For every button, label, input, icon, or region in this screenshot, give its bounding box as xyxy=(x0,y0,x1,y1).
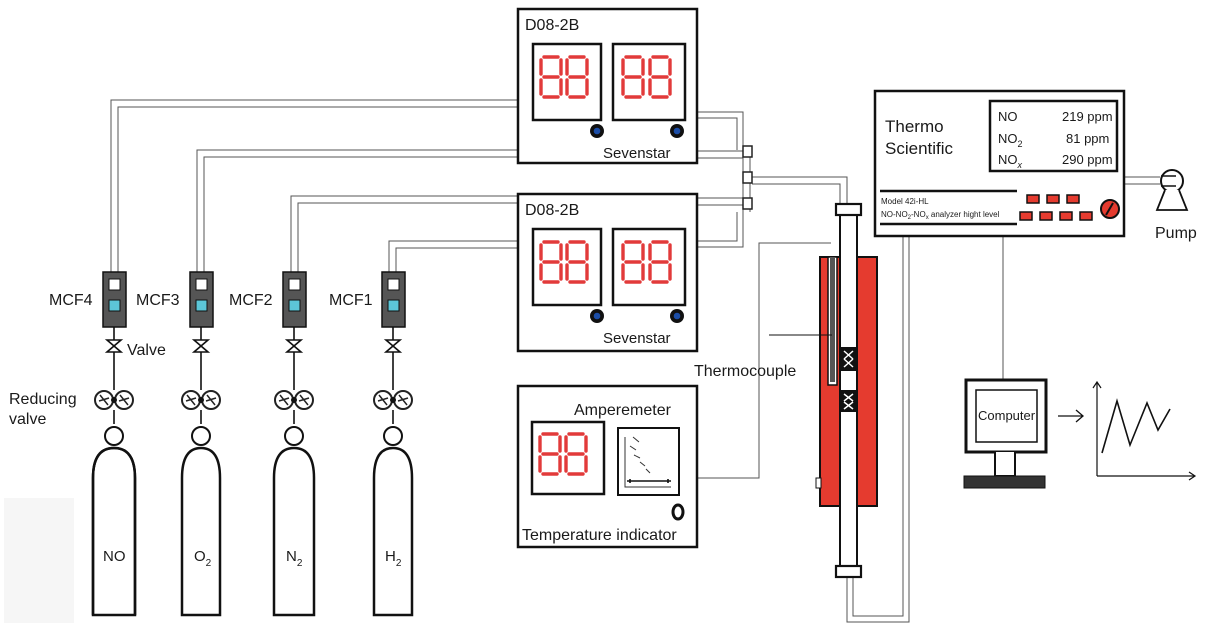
gas-lines xyxy=(110,99,1160,623)
analyzer-model: Model 42i-HL xyxy=(881,197,929,206)
analyzer-description: NO-NO2-NOx analyzer hight level xyxy=(881,210,1000,221)
pressure-gauge-icon xyxy=(114,390,134,410)
background-block xyxy=(4,498,74,623)
flowmeter-label: MCF2 xyxy=(229,292,273,309)
mfc-brand: Sevenstar xyxy=(603,330,671,347)
output-plot-icon xyxy=(1092,380,1197,481)
reducing-valve-label: valve xyxy=(9,411,46,428)
valve-label: Valve xyxy=(127,342,166,359)
pressure-gauge-icon xyxy=(373,390,393,410)
reading-gas: NO2 xyxy=(998,131,1023,149)
mfc-controller-top: D08-2B Sevenstar xyxy=(516,7,699,165)
mfc-title: D08-2B xyxy=(525,202,579,219)
reading-value: 81 ppm xyxy=(1066,131,1109,146)
pressure-gauge-icon xyxy=(94,390,114,410)
flowmeter-label: MCF4 xyxy=(49,292,93,309)
reading-value: 219 ppm xyxy=(1062,109,1113,124)
knob-icon xyxy=(590,309,604,323)
cylinder-label: NO xyxy=(103,548,126,565)
analyzer-brand: Thermo xyxy=(885,117,944,136)
computer-label: Computer xyxy=(978,408,1036,423)
mfc-brand: Sevenstar xyxy=(603,145,671,162)
knob-icon xyxy=(590,124,604,138)
pressure-gauge-icon xyxy=(393,390,413,410)
analyzer-brand: Scientific xyxy=(885,139,954,158)
pump-label: Pump xyxy=(1155,225,1197,242)
cylinder-label: H2 xyxy=(385,548,402,569)
reading-value: 290 ppm xyxy=(1062,152,1113,167)
amperemeter-title: Amperemeter xyxy=(574,402,672,419)
cylinder-label: O2 xyxy=(194,548,212,569)
tube-furnace xyxy=(769,202,878,579)
flowmeter-label: MCF3 xyxy=(136,292,180,309)
junctions xyxy=(742,145,753,210)
reading-gas: NOx xyxy=(998,152,1023,170)
pressure-gauge-icon xyxy=(274,390,294,410)
pressure-gauge-icon xyxy=(201,390,221,410)
cylinder-label: N2 xyxy=(286,548,303,569)
knob-icon xyxy=(670,124,684,138)
nox-analyzer: Thermo Scientific NO 219 ppm NO2 81 ppm … xyxy=(873,89,1126,238)
pressure-gauge-icon xyxy=(181,390,201,410)
computer-icon: Computer xyxy=(963,378,1048,489)
pump-icon: Pump xyxy=(1155,169,1197,242)
gas-trains xyxy=(91,271,414,617)
temperature-indicator: Amperemeter Temperature indicator xyxy=(516,384,699,549)
arrow-icon xyxy=(1058,409,1084,423)
reading-gas: NO xyxy=(998,109,1018,124)
reducing-valve-label: Reducing xyxy=(9,391,77,408)
thermocouple-label: Thermocouple xyxy=(694,363,796,380)
mfc-title: D08-2B xyxy=(525,17,579,34)
gas-train-labels: MCF4 MCF3 MCF2 MCF1 Valve Reducing valve… xyxy=(9,292,402,569)
flowmeter-label: MCF1 xyxy=(329,292,373,309)
knob-icon xyxy=(670,309,684,323)
mfc-controller-bottom: D08-2B Sevenstar xyxy=(516,192,699,353)
pressure-gauge-icon xyxy=(294,390,314,410)
temperature-caption: Temperature indicator xyxy=(522,527,677,544)
